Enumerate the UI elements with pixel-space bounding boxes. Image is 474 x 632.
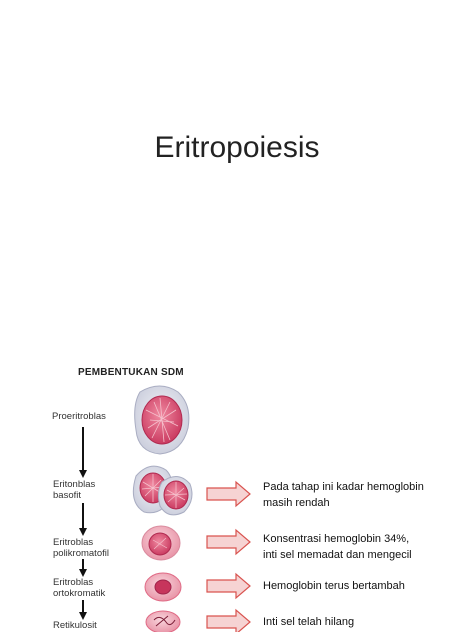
stage-label-eritonblas-basofit: Eritonblas basofit (53, 479, 96, 501)
cell-retikulosit (145, 610, 181, 632)
stage-label-proeritroblas: Proeritroblas (52, 411, 106, 422)
pointer-arrows (206, 480, 251, 632)
note-basofit: Pada tahap ini kadar hemoglobin masih re… (263, 481, 424, 509)
arrow-right-2 (206, 528, 251, 556)
note-retikulosit: Inti sel telah hilang (263, 616, 355, 628)
cell-ortokromatik (144, 572, 182, 602)
note-ortokromatik: Hemoglobin terus bertambah (263, 580, 405, 592)
stage-label-eritroblas-ortokromatik: Eritroblas ortokromatik (53, 577, 106, 599)
diagram-title: PEMBENTUKAN SDM (78, 367, 184, 378)
slide-title: Eritropoiesis (154, 131, 320, 164)
cell-basofit (132, 465, 193, 516)
stage-label-retikulosit: Retikulosit (53, 620, 97, 631)
stage-label-eritroblas-polikromatofil: Eritroblas polikromatofil (53, 537, 109, 559)
arrow-right-4 (206, 608, 251, 632)
note-polikromatofil: Konsentrasi hemoglobin 34%, inti sel mem… (263, 533, 412, 561)
arrow-right-1 (206, 480, 251, 508)
cell-polikromatofil (141, 525, 181, 561)
arrow-right-3 (206, 572, 251, 600)
cell-proeritroblas (134, 385, 190, 455)
